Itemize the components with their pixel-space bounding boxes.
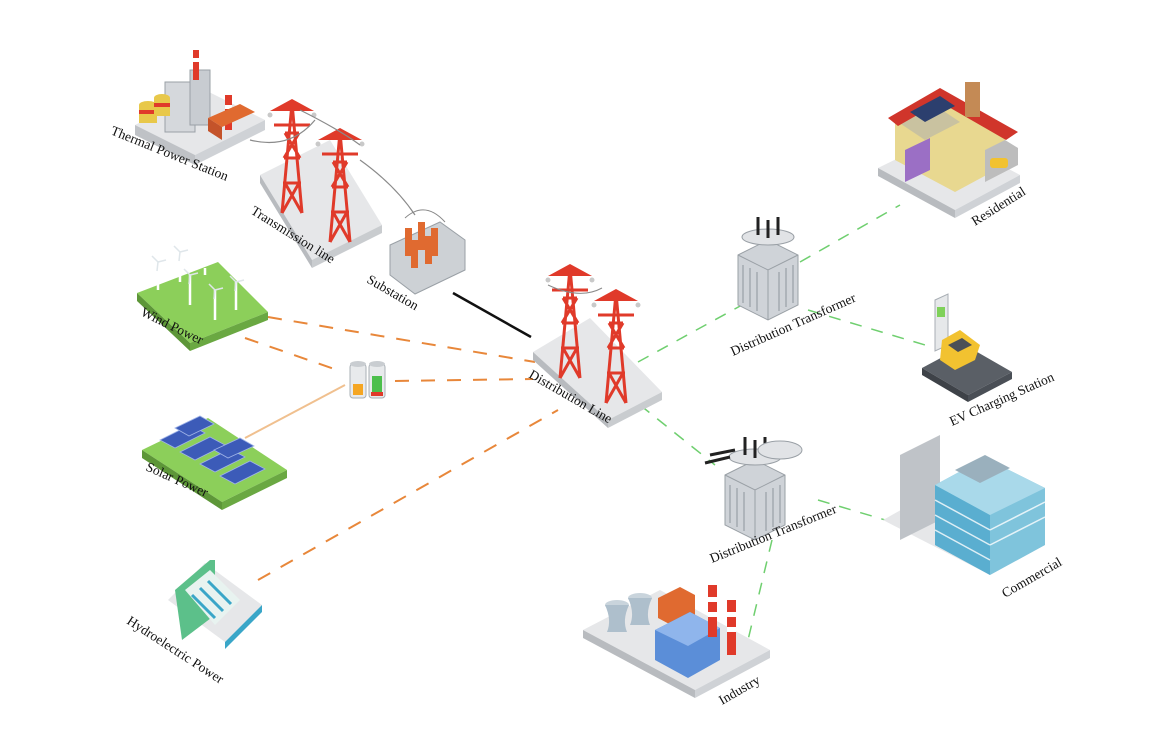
- link-wind-distribution: [267, 316, 536, 363]
- link-substation-distribution: [452, 291, 532, 339]
- distribution-line-icon: [533, 262, 662, 428]
- link-transformer-residential: [799, 204, 901, 263]
- link-solar-battery: [244, 384, 346, 439]
- battery-storage-icon: [349, 361, 386, 399]
- factory-icon: [583, 585, 770, 698]
- wind-farm-icon: [137, 245, 268, 351]
- ev-charger-icon: [922, 293, 1012, 402]
- transformer-icon-bottom: [704, 435, 803, 542]
- link-transformer-industry: [747, 539, 773, 641]
- hydro-dam-icon: [168, 560, 262, 649]
- transformer-icon-top: [736, 215, 800, 322]
- transmission-line-icon: [249, 97, 416, 268]
- link-distribution-transformer-bottom: [639, 404, 716, 466]
- link-battery-distribution: [394, 378, 534, 382]
- office-building-icon: [883, 435, 1046, 575]
- thermal-plant-icon: [135, 50, 265, 165]
- substation-icon: [389, 209, 466, 295]
- link-wind-battery: [244, 337, 344, 373]
- connection-lines: [244, 204, 926, 641]
- house-icon: [878, 82, 1020, 218]
- solar-farm-icon: [142, 415, 287, 510]
- link-distribution-transformer-top: [637, 304, 743, 363]
- link-hydro-distribution: [257, 409, 559, 581]
